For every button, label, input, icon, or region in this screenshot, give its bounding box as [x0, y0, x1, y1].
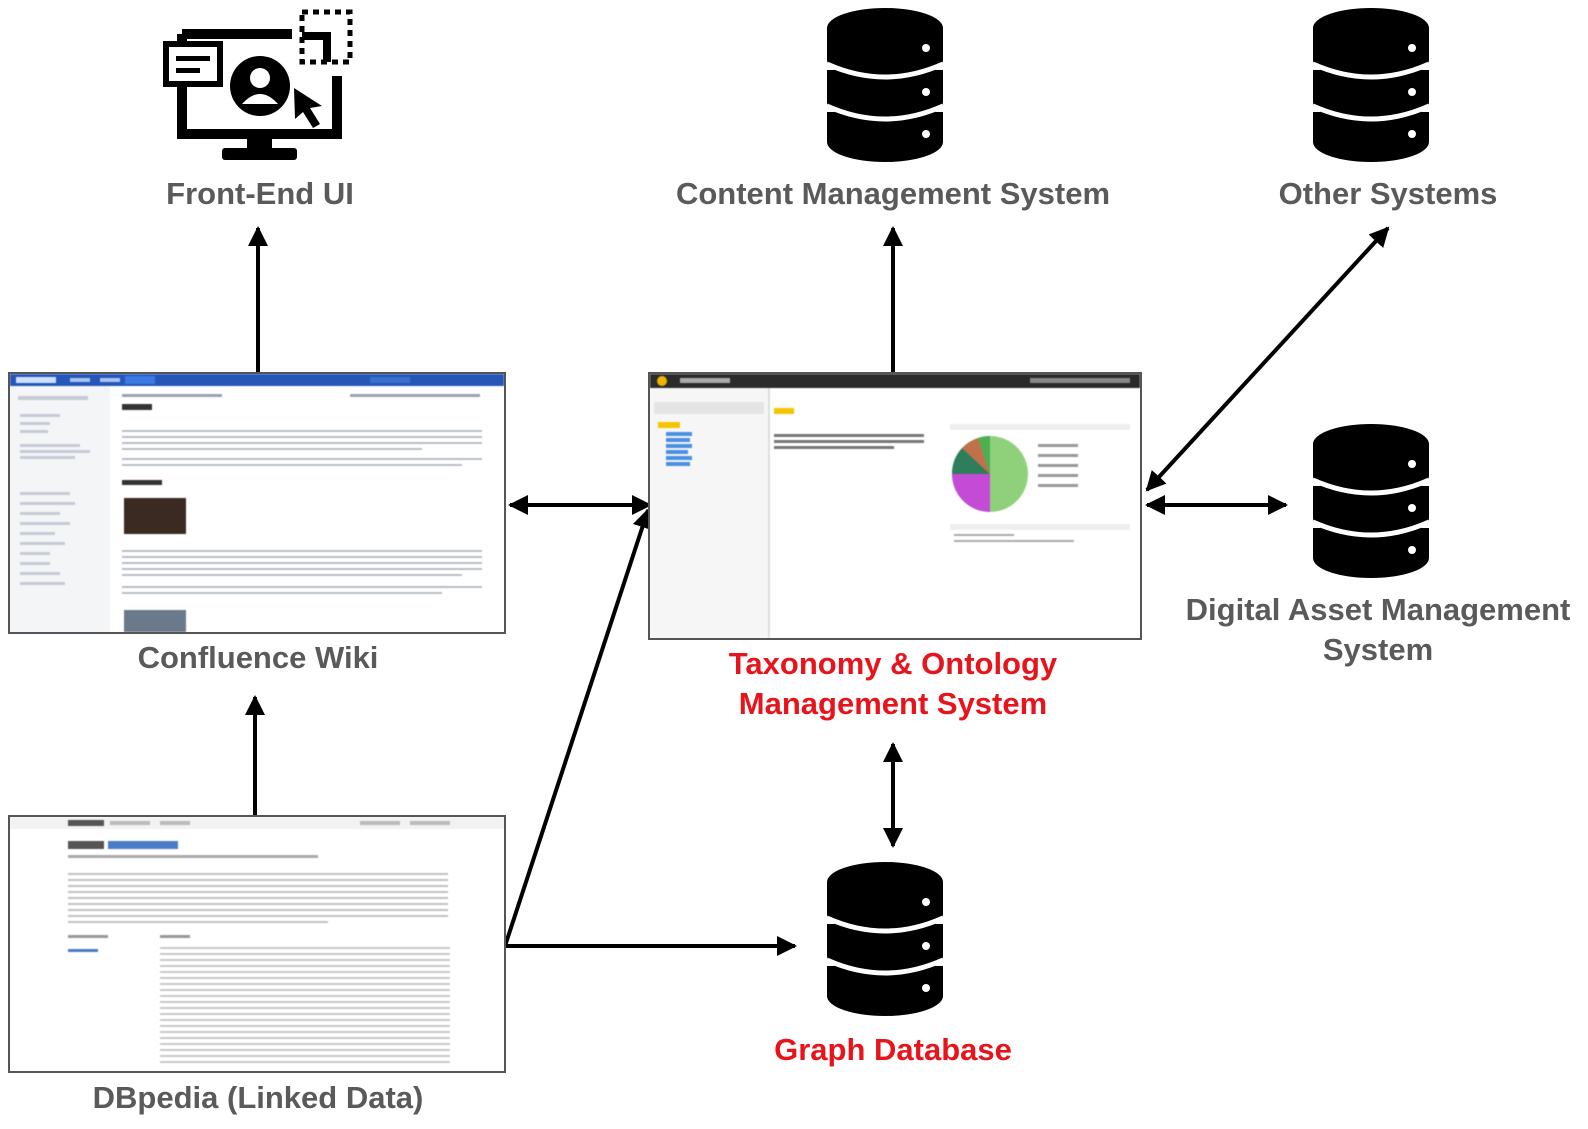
cms-label: Content Management System: [675, 176, 1111, 211]
arrow-taxonomy-other-systems: [1145, 226, 1390, 492]
taxonomy-screenshot: [648, 372, 1142, 640]
graph-database-icon: [826, 862, 944, 1016]
dbpedia-screenshot: [8, 815, 506, 1073]
cms-database-icon: [826, 8, 944, 162]
taxonomy-label-line1: Taxonomy & Ontology: [728, 646, 1058, 681]
other-systems-database-icon: [1312, 8, 1430, 162]
dam-label: Digital Asset Management System: [1178, 590, 1578, 671]
dam-label-line1: Digital Asset Management: [1185, 592, 1571, 627]
graph-database-label: Graph Database: [774, 1032, 1012, 1067]
taxonomy-label: Taxonomy & Ontology Management System: [643, 644, 1143, 725]
dam-database-icon: [1312, 424, 1430, 578]
other-systems-label: Other Systems: [1278, 176, 1498, 211]
monitor-user-icon: [163, 9, 353, 160]
confluence-label: Confluence Wiki: [137, 640, 379, 675]
dbpedia-label: DBpedia (Linked Data): [92, 1080, 424, 1115]
front-end-ui-label: Front-End UI: [166, 176, 354, 211]
arrow-dbpedia-to-taxonomy: [503, 508, 652, 947]
confluence-screenshot: [8, 372, 506, 634]
dam-label-line2: System: [1322, 632, 1434, 668]
taxonomy-label-line2: Management System: [738, 686, 1048, 722]
